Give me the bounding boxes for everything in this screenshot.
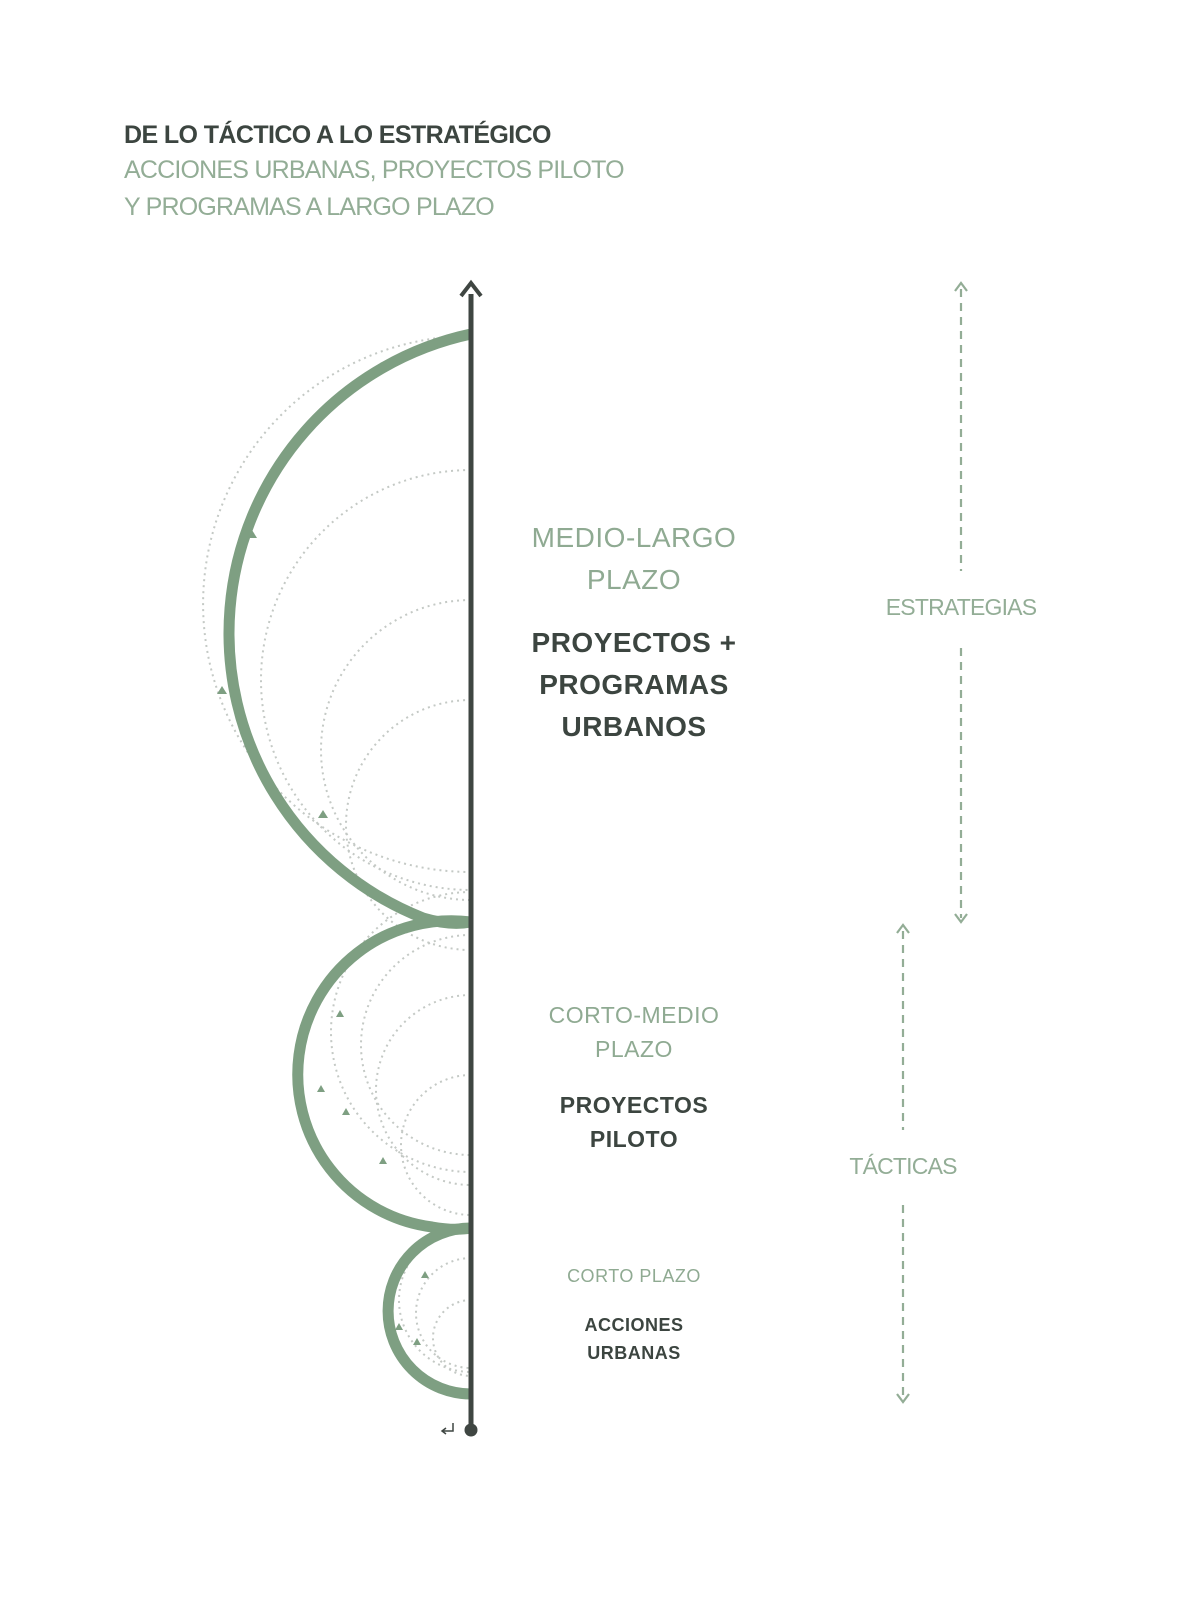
- stage-period: PLAZO: [586, 564, 682, 595]
- stage-period: CORTO PLAZO: [567, 1266, 701, 1286]
- stage-label: PROYECTOS +: [531, 627, 737, 658]
- long-term-arc: [223, 328, 473, 929]
- tactics-label: TÁCTICAS: [849, 1153, 957, 1179]
- stage-label: PROGRAMAS: [539, 669, 729, 700]
- dotted-construction-arcs-medium: [330, 891, 472, 1216]
- strategies-label: ESTRATEGIAS: [885, 594, 1037, 620]
- timeline-origin-dot: [464, 1423, 478, 1437]
- tactics-arrow-up-icon: [896, 923, 910, 934]
- diagram-subtitle-line-1: ACCIONES URBANAS, PROYECTOS PILOTO: [124, 156, 625, 184]
- stage-short-term: CORTO PLAZO ACCIONES URBANAS: [554, 1262, 714, 1367]
- stage-label: PROYECTOS: [559, 1092, 709, 1118]
- small-return-arrow-icon: [440, 1423, 454, 1435]
- dotted-construction-arcs-large: [202, 335, 472, 951]
- axis-arrowhead-icon: [459, 279, 483, 298]
- dotted-construction-arcs-small: [398, 1227, 472, 1377]
- timeline-axis: [459, 279, 483, 1428]
- tactics-range-arrow: [896, 923, 910, 1404]
- stage-label: URBANOS: [561, 711, 707, 742]
- stage-period: MEDIO-LARGO: [531, 522, 737, 553]
- stage-medium-long-term: MEDIO-LARGO PLAZO PROYECTOS + PROGRAMAS …: [484, 517, 784, 748]
- strategies-arrow-up-icon: [954, 281, 968, 292]
- medium-term-arc: [292, 915, 473, 1235]
- header: DE LO TÁCTICO A LO ESTRATÉGICO ACCIONES …: [124, 118, 625, 226]
- stage-period: PLAZO: [595, 1036, 673, 1062]
- diagram-subtitle-line-2: Y PROGRAMAS A LARGO PLAZO: [124, 193, 495, 221]
- strategies-range-arrow: [954, 281, 968, 924]
- stage-label: URBANAS: [587, 1343, 681, 1363]
- stage-label: PILOTO: [589, 1126, 679, 1152]
- tactics-arrow-down-icon: [896, 1393, 910, 1404]
- short-term-arc: [382, 1222, 472, 1400]
- stage-period: CORTO-MEDIO: [548, 1002, 720, 1028]
- stage-short-medium-term: CORTO-MEDIO PLAZO PROYECTOS PILOTO: [534, 998, 734, 1156]
- diagram-title: DE LO TÁCTICO A LO ESTRATÉGICO: [124, 121, 552, 149]
- stage-label: ACCIONES: [584, 1315, 684, 1335]
- main-green-arcs: [223, 328, 473, 1400]
- strategies-arrow-down-icon: [954, 913, 968, 924]
